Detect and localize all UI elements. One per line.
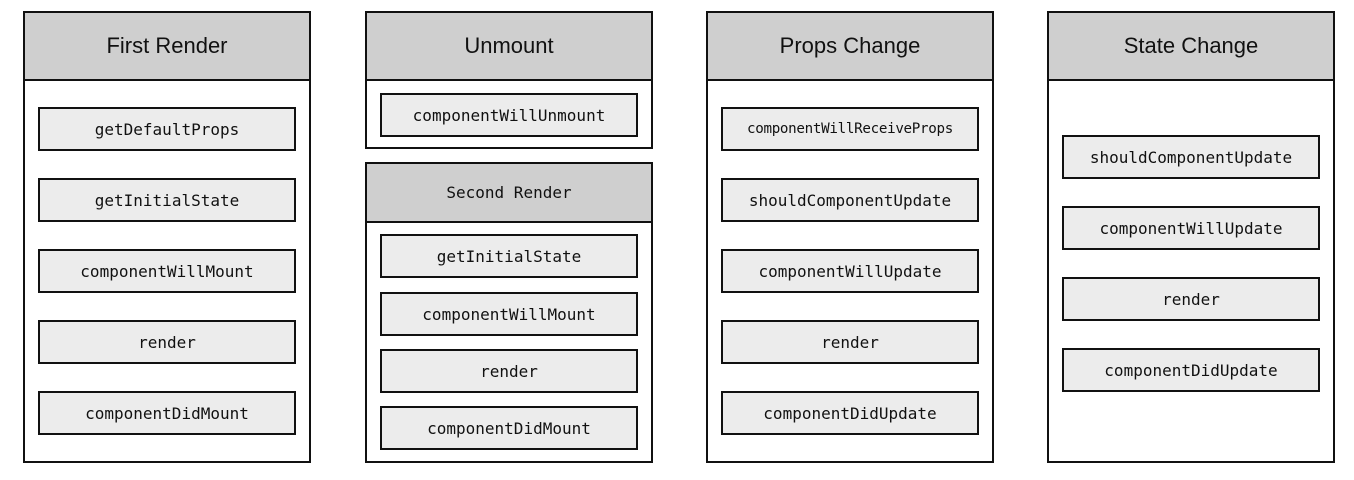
method-componentwillmount: componentWillMount [380, 292, 638, 336]
method-shouldcomponentupdate: shouldComponentUpdate [1062, 135, 1320, 179]
state-change-panel: State Change shouldComponentUpdate compo… [1047, 11, 1335, 463]
method-componentdidmount: componentDidMount [38, 391, 296, 435]
props-change-panel: Props Change componentWillReceiveProps s… [706, 11, 994, 463]
method-componentwillreceiveprops: componentWillReceiveProps [721, 107, 979, 151]
method-componentwillmount: componentWillMount [38, 249, 296, 293]
second-render-title: Second Render [367, 164, 651, 223]
first-render-title: First Render [25, 13, 309, 81]
unmount-title: Unmount [367, 13, 651, 81]
state-change-title: State Change [1049, 13, 1333, 81]
method-render: render [38, 320, 296, 364]
first-render-panel: First Render getDefaultProps getInitialS… [23, 11, 311, 463]
method-componentdidupdate: componentDidUpdate [1062, 348, 1320, 392]
method-render: render [1062, 277, 1320, 321]
method-getdefaultprops: getDefaultProps [38, 107, 296, 151]
method-getinitialstate: getInitialState [38, 178, 296, 222]
method-render: render [721, 320, 979, 364]
second-render-panel: Second Render getInitialState componentW… [365, 162, 653, 463]
method-componentwillupdate: componentWillUpdate [721, 249, 979, 293]
method-componentwillupdate: componentWillUpdate [1062, 206, 1320, 250]
method-getinitialstate: getInitialState [380, 234, 638, 278]
props-change-title: Props Change [708, 13, 992, 81]
method-shouldcomponentupdate: shouldComponentUpdate [721, 178, 979, 222]
method-render: render [380, 349, 638, 393]
method-componentwillunmount: componentWillUnmount [380, 93, 638, 137]
method-componentdidmount: componentDidMount [380, 406, 638, 450]
unmount-panel: Unmount componentWillUnmount [365, 11, 653, 149]
method-componentdidupdate: componentDidUpdate [721, 391, 979, 435]
